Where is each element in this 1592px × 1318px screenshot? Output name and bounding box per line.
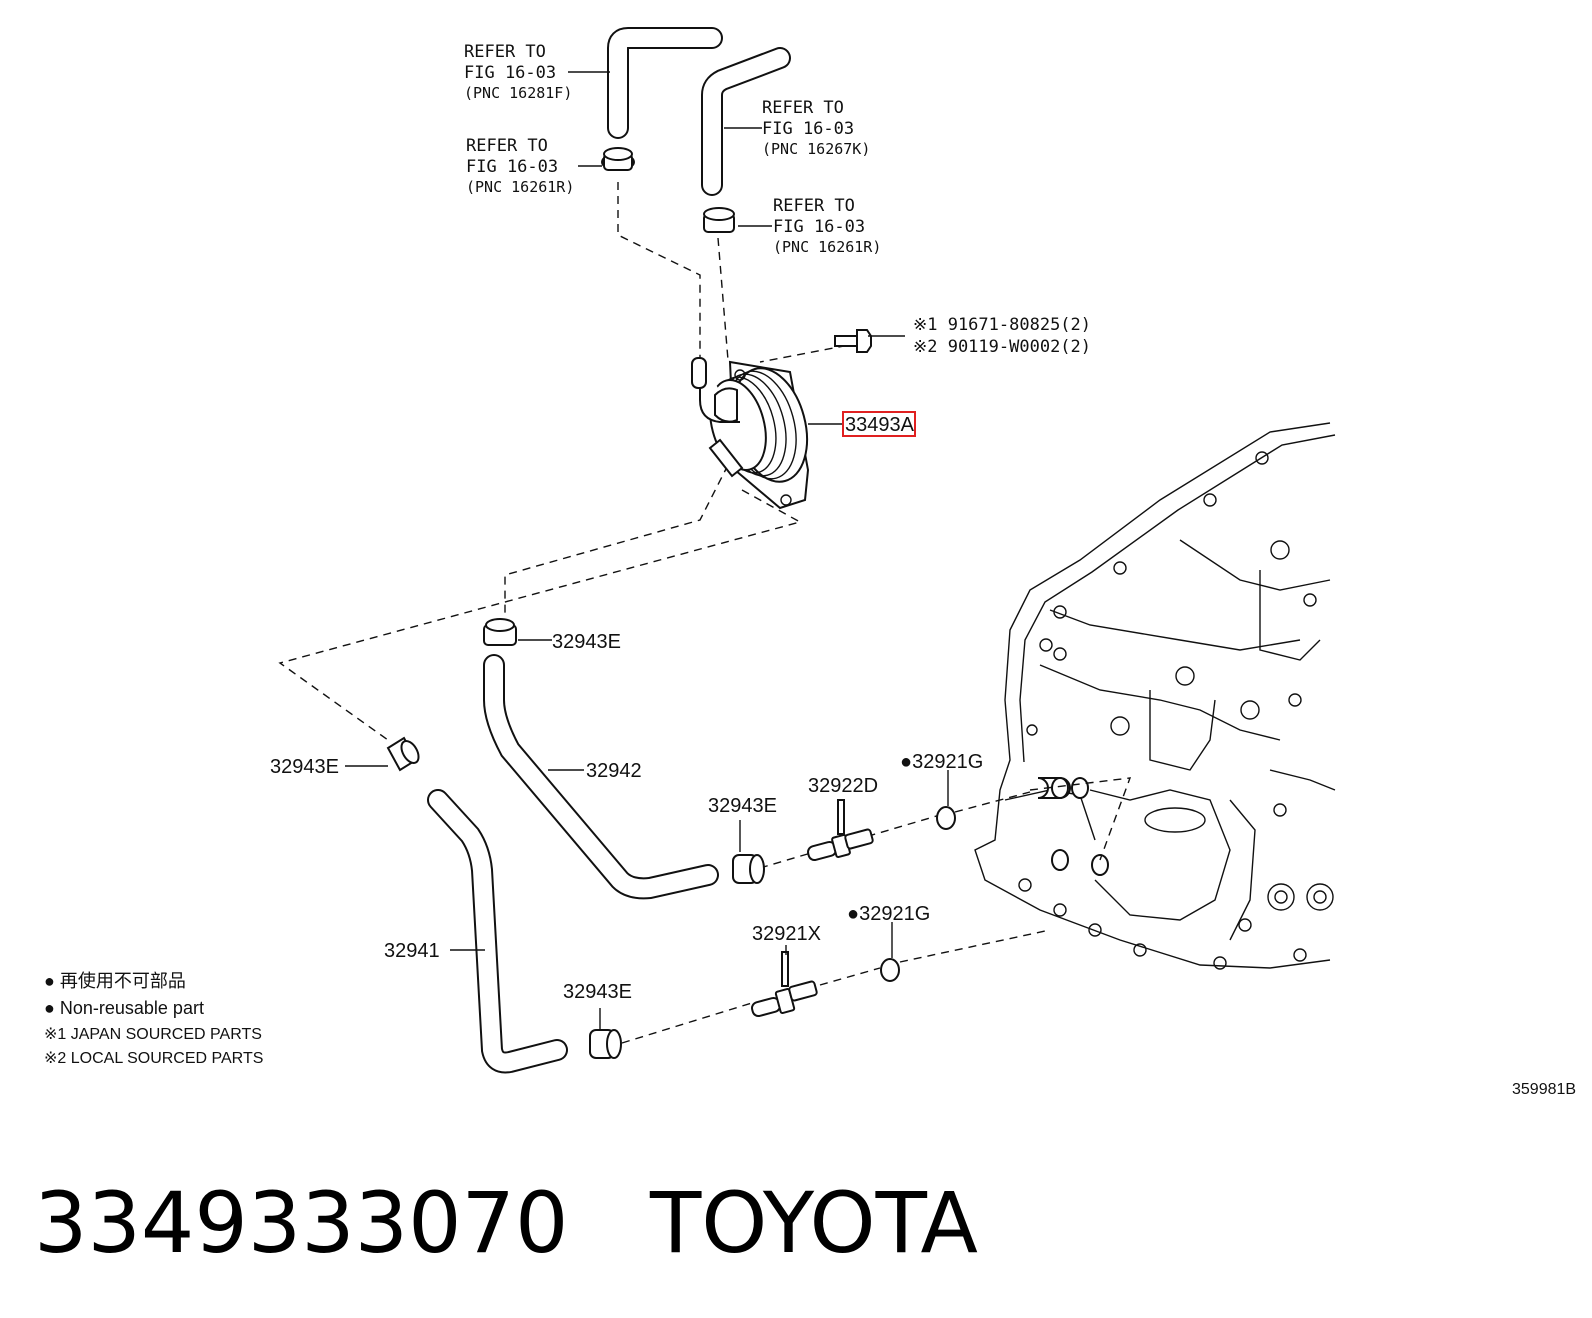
part-label-hose-lower[interactable]: 32941 [384, 940, 440, 962]
ref-line-3: (PNC 16267K) [762, 140, 870, 158]
ref-label-16261r-left: REFER TO FIG 16-03 (PNC 16261R) [466, 136, 574, 196]
ref-line-3: (PNC 16261R) [773, 238, 881, 256]
leader-lines [345, 71, 905, 1030]
union-32921x [751, 951, 818, 1018]
hose-32942 [483, 654, 719, 900]
bolt-icon [834, 329, 872, 353]
legend-note-2: ※2 LOCAL SOURCED PARTS [44, 1050, 263, 1067]
clamp-top [483, 618, 517, 646]
transmission-case [974, 422, 1336, 970]
part-label-hose-upper[interactable]: 32942 [586, 760, 642, 782]
legend-en: ● Non-reusable part [44, 998, 204, 1018]
gasket-upper [936, 770, 956, 830]
hose-32941 [427, 789, 568, 1074]
part-label-union-upper[interactable]: 32922D [808, 775, 878, 797]
clamp-left [386, 736, 420, 772]
legend-note-1: ※1 JAPAN SOURCED PARTS [44, 1026, 262, 1043]
part-label-clamp-mid[interactable]: 32943E [708, 795, 777, 817]
ref-line-2: FIG 16-03 [773, 217, 865, 237]
ref-label-16267k: REFER TO FIG 16-03 (PNC 16267K) [762, 98, 870, 158]
part-label-clamp-top[interactable]: 32943E [552, 631, 621, 653]
part-label-clamp-left[interactable]: 32943E [270, 756, 339, 778]
ref-line-1: REFER TO [466, 136, 548, 156]
bolt-line-2: ※2 90119-W0002(2) [913, 337, 1091, 357]
part-label-cooler[interactable]: 33493A [845, 414, 915, 436]
highlight-box [842, 411, 916, 437]
ref-clamp-left [601, 147, 635, 171]
ref-label-16261r-right: REFER TO FIG 16-03 (PNC 16261R) [773, 196, 881, 256]
ref-line-1: REFER TO [773, 196, 855, 216]
assembly-lines [278, 182, 1051, 1044]
ref-line-2: FIG 16-03 [762, 119, 854, 139]
oil-cooler [691, 357, 810, 510]
bolt-line-1: ※1 91671-80825(2) [913, 315, 1091, 335]
ref-line-2: FIG 16-03 [466, 157, 558, 177]
legend: ● 再使用不可部品 ● Non-reusable part ※1 JAPAN S… [44, 971, 263, 1067]
ref-label-16281f: REFER TO FIG 16-03 (PNC 16281F) [464, 42, 572, 102]
part-label-union-lower[interactable]: 32921X [752, 923, 821, 945]
ref-line-3: (PNC 16261R) [466, 178, 574, 196]
ref-line-2: FIG 16-03 [464, 63, 556, 83]
bolt-label: ※1 91671-80825(2) ※2 90119-W0002(2) [913, 315, 1091, 357]
ref-hose-right [701, 47, 791, 196]
caption-brand: TOYOTA [649, 1174, 978, 1272]
union-32922d [807, 799, 874, 862]
ref-clamp-right [703, 207, 735, 233]
part-label-gasket-upper[interactable]: ●32921G [900, 751, 983, 773]
clamp-bottom [589, 1029, 622, 1059]
ref-line-1: REFER TO [464, 42, 546, 62]
caption: 3349333070 TOYOTA [34, 1174, 978, 1272]
ref-hose-left [607, 27, 723, 139]
ref-line-3: (PNC 16281F) [464, 84, 572, 102]
clamp-mid [732, 854, 765, 884]
caption-part-number: 3349333070 [34, 1174, 568, 1272]
diagram-code: 359981B [1512, 1081, 1576, 1098]
part-label-clamp-bottom[interactable]: 32943E [563, 981, 632, 1003]
gasket-lower [880, 922, 900, 982]
ref-line-1: REFER TO [762, 98, 844, 118]
part-label-gasket-lower[interactable]: ●32921G [847, 903, 930, 925]
legend-jp: ● 再使用不可部品 [44, 971, 186, 991]
